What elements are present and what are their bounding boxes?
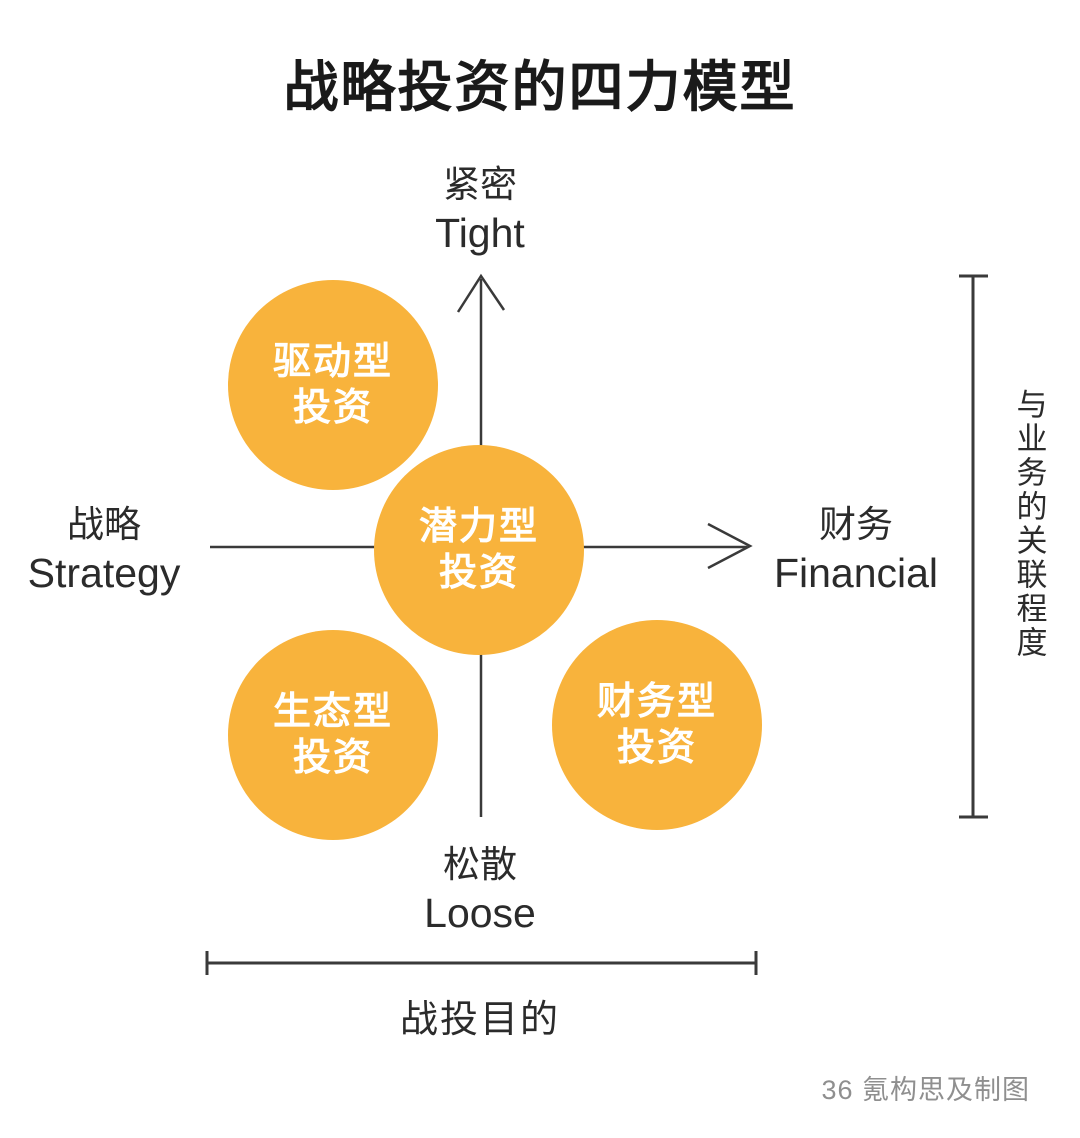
circle-potential-investment: 潜力型 投资 xyxy=(374,445,584,655)
bottom-bracket-label: 战投目的 xyxy=(399,999,561,1041)
axis-label-bottom-en: Loose xyxy=(424,890,536,937)
axis-label-bottom-zh: 松散 xyxy=(443,844,517,885)
circle-ecosystem-investment: 生态型 投资 xyxy=(228,630,438,840)
circle-driver-label-line1: 驱动型 xyxy=(272,340,393,383)
circle-potential-label-line1: 潜力型 xyxy=(418,505,539,548)
axis-label-right: 财务 Financial xyxy=(774,503,938,596)
right-arrowhead-icon xyxy=(707,522,753,570)
up-arrowhead-icon xyxy=(456,273,506,313)
axis-label-right-en: Financial xyxy=(773,550,939,597)
axis-label-bottom: 松散 Loose xyxy=(424,843,536,936)
axis-label-top-en: Tight xyxy=(435,210,525,257)
circle-financial-label-line1: 财务型 xyxy=(596,680,717,723)
page-title: 战略投资的四力模型 xyxy=(283,56,797,118)
circle-financial-label-line2: 投资 xyxy=(616,727,697,769)
circle-financial-investment: 财务型 投资 xyxy=(552,620,762,830)
axis-label-top: 紧密 Tight xyxy=(435,163,525,256)
circle-driver-label-line2: 投资 xyxy=(292,387,373,429)
circle-potential-label-line2: 投资 xyxy=(438,552,519,594)
circle-ecosystem-label-line2: 投资 xyxy=(292,737,373,779)
credit-text: 36 氪构思及制图 xyxy=(821,1075,1030,1105)
axis-label-right-zh: 财务 xyxy=(819,504,893,545)
axis-label-left-zh: 战略 xyxy=(66,504,141,545)
axis-label-left: 战略 Strategy xyxy=(28,503,181,596)
axis-label-top-zh: 紧密 xyxy=(442,164,517,205)
circle-ecosystem-label-line1: 生态型 xyxy=(272,690,393,733)
circle-driver-investment: 驱动型 投资 xyxy=(228,280,438,490)
right-bracket-label: 与业务的关联程度 xyxy=(1011,388,1047,660)
axis-label-left-en: Strategy xyxy=(27,550,181,597)
